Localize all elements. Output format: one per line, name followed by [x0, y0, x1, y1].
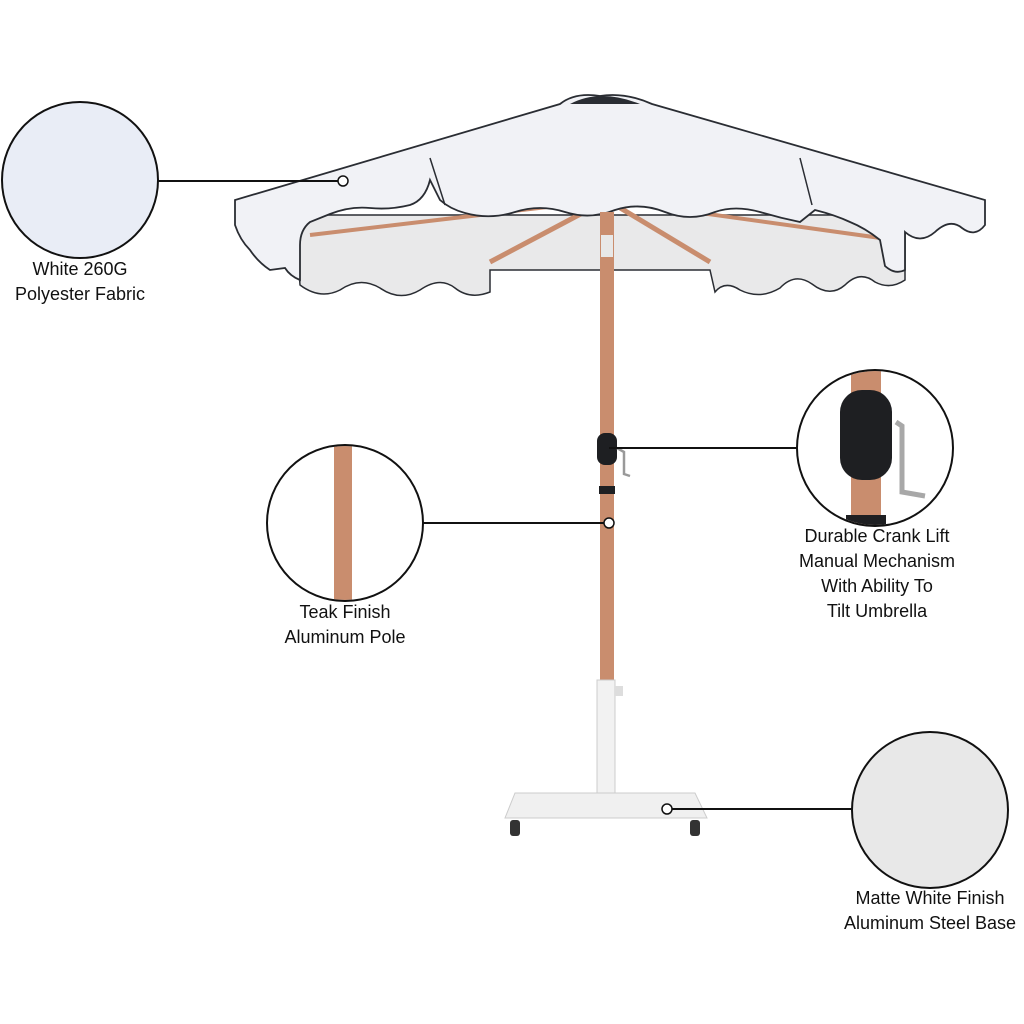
rib — [605, 197, 712, 265]
base-label: Matte White Finish Aluminum Steel Base — [844, 886, 1016, 936]
umbrella-illustration — [234, 94, 986, 836]
canopy-seam — [429, 157, 813, 206]
label-line: Matte White Finish — [855, 888, 1005, 908]
label-line: Polyester Fabric — [14, 284, 146, 304]
label-line: White 260G — [32, 259, 128, 279]
canopy-top — [234, 94, 986, 282]
pole-closeup — [334, 446, 352, 600]
base-tube — [596, 679, 616, 806]
base-detail-circle — [851, 731, 1009, 889]
fabric-label: White 260G Polyester Fabric — [15, 257, 145, 307]
crank-label: Durable Crank Lift Manual Mechanism With… — [799, 524, 955, 624]
base-knob — [615, 686, 623, 696]
crank-handle-icon — [616, 446, 631, 478]
label-line: Aluminum Steel Base — [843, 913, 1017, 933]
wheel — [510, 820, 520, 836]
canopy-vent — [570, 96, 640, 104]
crank-housing — [597, 433, 617, 465]
fabric-leader-dot — [337, 175, 349, 187]
pole-leader-dot — [603, 517, 615, 529]
wheel — [690, 820, 700, 836]
base-leader-dot — [661, 803, 673, 815]
label-line: With Ability To — [821, 576, 933, 596]
crank-closeup — [840, 390, 892, 480]
label-line: Aluminum Pole — [284, 627, 406, 647]
label-line: Tilt Umbrella — [826, 601, 928, 621]
label-line: Teak Finish — [299, 602, 391, 622]
pole-label-text: Teak Finish Aluminum Pole — [284, 600, 405, 650]
label-line: Manual Mechanism — [798, 551, 956, 571]
fabric-detail-circle — [1, 101, 159, 259]
label-line: Durable Crank Lift — [804, 526, 950, 546]
tilt-collar — [599, 486, 615, 494]
base-plate — [504, 792, 708, 819]
pole-label — [601, 235, 613, 257]
